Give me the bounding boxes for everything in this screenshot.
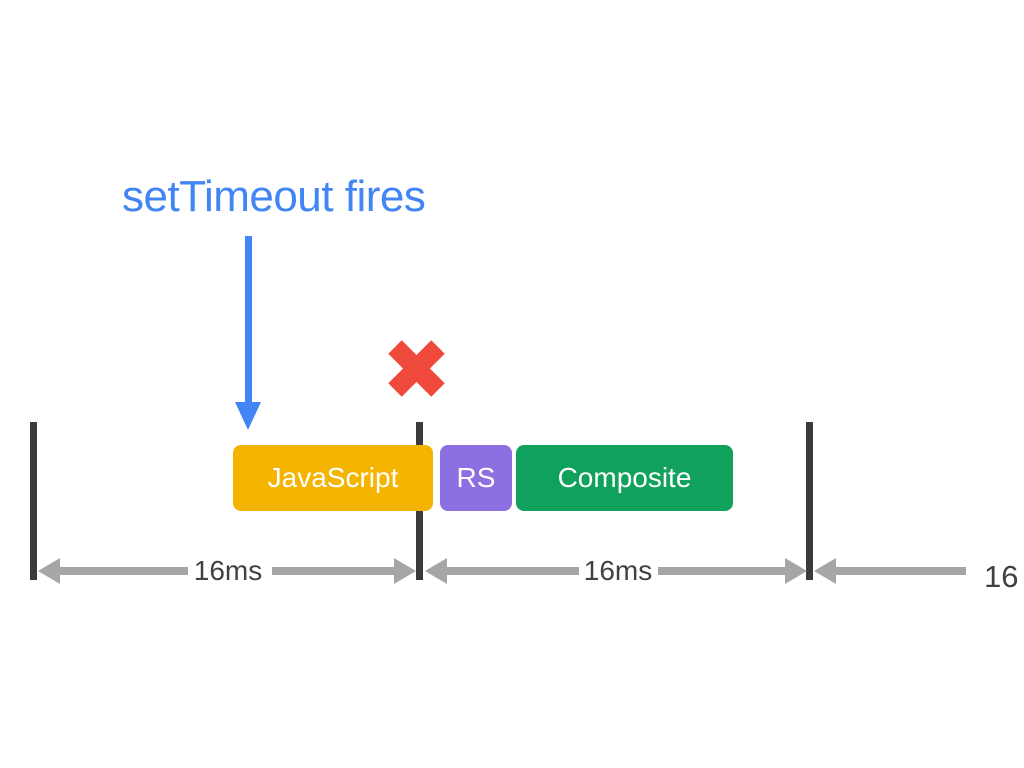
- down-arrow-icon: [235, 402, 261, 430]
- measure-line: [834, 567, 966, 575]
- frame-duration-label-2: 16ms: [583, 555, 653, 586]
- settimeout-fires-label: setTimeout fires: [122, 172, 426, 221]
- measure-arrowhead-left-2: [425, 558, 447, 584]
- measure-line: [272, 567, 394, 575]
- frame-boundary-bar-3: [806, 422, 813, 580]
- frame-duration-label-1: 16ms: [193, 555, 263, 586]
- measure-arrowhead-right-2: [785, 558, 807, 584]
- measure-arrowhead-left-3: [814, 558, 836, 584]
- frame-duration-label-3: 16: [984, 559, 1019, 594]
- task-block-composite: Composite: [516, 445, 733, 511]
- measure-arrowhead-right-1: [394, 558, 416, 584]
- measure-line: [445, 567, 579, 575]
- measure-arrowhead-left-1: [38, 558, 60, 584]
- task-block-rs: RS: [440, 445, 512, 511]
- measure-line: [658, 567, 786, 575]
- event-arrow-shaft: [245, 236, 252, 404]
- measure-line: [58, 567, 188, 575]
- missed-frame-x-icon: [385, 337, 448, 400]
- task-block-javascript: JavaScript: [233, 445, 433, 511]
- frame-boundary-bar-1: [30, 422, 37, 580]
